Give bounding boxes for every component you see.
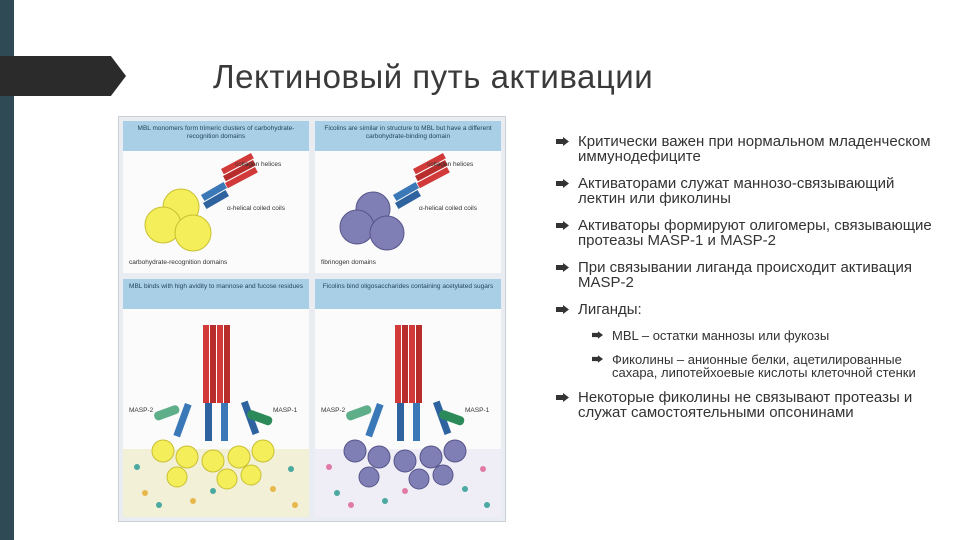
label-domains: carbohydrate-recognition domains: [129, 259, 228, 266]
bullet-item: При связывании лиганда происходит актива…: [552, 260, 942, 290]
sub-bullet-item: MBL – остатки маннозы или фукозы: [552, 329, 942, 343]
bullet-text: Фиколины – анионные белки, ацетилированн…: [612, 351, 916, 380]
panel-ficolin-structure: Ficolins are similar in structure to MBL…: [315, 121, 501, 273]
bullet-item: Некоторые фиколины не связывают протеазы…: [552, 390, 942, 420]
arrow-bullet-icon: [556, 137, 569, 146]
bullet-text: Лиганды:: [578, 301, 642, 318]
coiled-coils-icon: [393, 182, 422, 210]
sub-bullet-item: Фиколины – анионные белки, ацетилированн…: [552, 351, 942, 380]
coiled-coils-icon: [173, 400, 260, 441]
coiled-coils-icon: [365, 400, 452, 441]
title-arrow-tab: [0, 56, 126, 96]
masp-proteases-icon: [346, 405, 465, 426]
bullet-text: Активаторы формируют олигомеры, связываю…: [578, 217, 932, 249]
bullet-text: Некоторые фиколины не связывают протеазы…: [578, 388, 913, 421]
panel-header: Ficolins are similar in structure to MBL…: [315, 121, 501, 151]
fibrinogen-domains-icon: [339, 191, 405, 251]
mbl-structure-drawing: [144, 153, 258, 252]
arrow-bullet-icon: [592, 354, 603, 363]
arrow-bullet-icon: [556, 392, 569, 402]
bullet-item: Критически важен при нормальном младенче…: [552, 134, 942, 164]
left-accent-bar: [0, 0, 14, 540]
label-masp1: MASP-1: [273, 407, 298, 414]
arrow-bullet-icon: [556, 263, 569, 272]
slide-title: Лектиновый путь активации: [213, 58, 654, 95]
bullet-text: MBL – остатки маннозы или фукозы: [612, 328, 830, 343]
collagen-helices-icon: [413, 153, 450, 189]
panel-mbl-structure: MBL monomers form trimeric clusters of c…: [123, 121, 309, 273]
panel-header: MBL monomers form trimeric clusters of c…: [123, 121, 309, 151]
arrow-bullet-icon: [592, 331, 603, 339]
bullet-text: При связывании лиганда происходит актива…: [578, 259, 913, 291]
collagen-stalk-icon: [395, 325, 422, 403]
coiled-coils-icon: [201, 182, 230, 210]
bullet-text: Критически важен при нормальном младенче…: [578, 133, 931, 165]
label-coils: α-helical coiled coils: [419, 205, 477, 212]
panel-ficolin-binding: Ficolins bind oligosaccharides containin…: [315, 279, 501, 517]
ficolin-structure-drawing: [339, 153, 450, 251]
collagen-helices-icon: [221, 153, 258, 189]
sugar-residues-icon: [134, 464, 298, 508]
arrow-bullet-icon: [556, 305, 569, 314]
bullet-item: Активаторы формируют олигомеры, связываю…: [552, 218, 942, 248]
ficolin-heads-icon: [343, 439, 467, 490]
bullet-list: Критически важен при нормальном младенче…: [552, 134, 942, 432]
carbohydrate-recognition-domains-icon: [144, 188, 212, 252]
acetylated-sugars-icon: [326, 464, 490, 508]
mbl-binding-drawing: [123, 325, 309, 517]
bullet-text: Активаторами служат маннозо-связывающий …: [578, 175, 895, 207]
arrow-bullet-icon: [556, 221, 569, 230]
panel-header: MBL binds with high avidity to mannose a…: [123, 279, 309, 309]
label-coils: α-helical coiled coils: [227, 205, 285, 212]
panel-mbl-binding: MBL binds with high avidity to mannose a…: [123, 279, 309, 517]
bullet-item: Активаторами служат маннозо-связывающий …: [552, 176, 942, 206]
label-domains: fibrinogen domains: [321, 259, 376, 266]
arrow-bullet-icon: [556, 179, 569, 188]
bullet-item: Лиганды:: [552, 302, 942, 317]
label-masp1: MASP-1: [465, 407, 490, 414]
label-masp2: MASP-2: [129, 407, 154, 414]
label-collagen: collagen helices: [427, 161, 474, 168]
mbl-heads-icon: [151, 439, 275, 490]
lectin-pathway-figure: MBL monomers form trimeric clusters of c…: [118, 116, 506, 522]
ficolin-binding-drawing: [315, 325, 501, 517]
panel-header: Ficolins bind oligosaccharides containin…: [315, 279, 501, 309]
label-masp2: MASP-2: [321, 407, 346, 414]
label-collagen: collagen helices: [235, 161, 282, 168]
collagen-stalk-icon: [203, 325, 230, 403]
masp-proteases-icon: [154, 405, 273, 426]
